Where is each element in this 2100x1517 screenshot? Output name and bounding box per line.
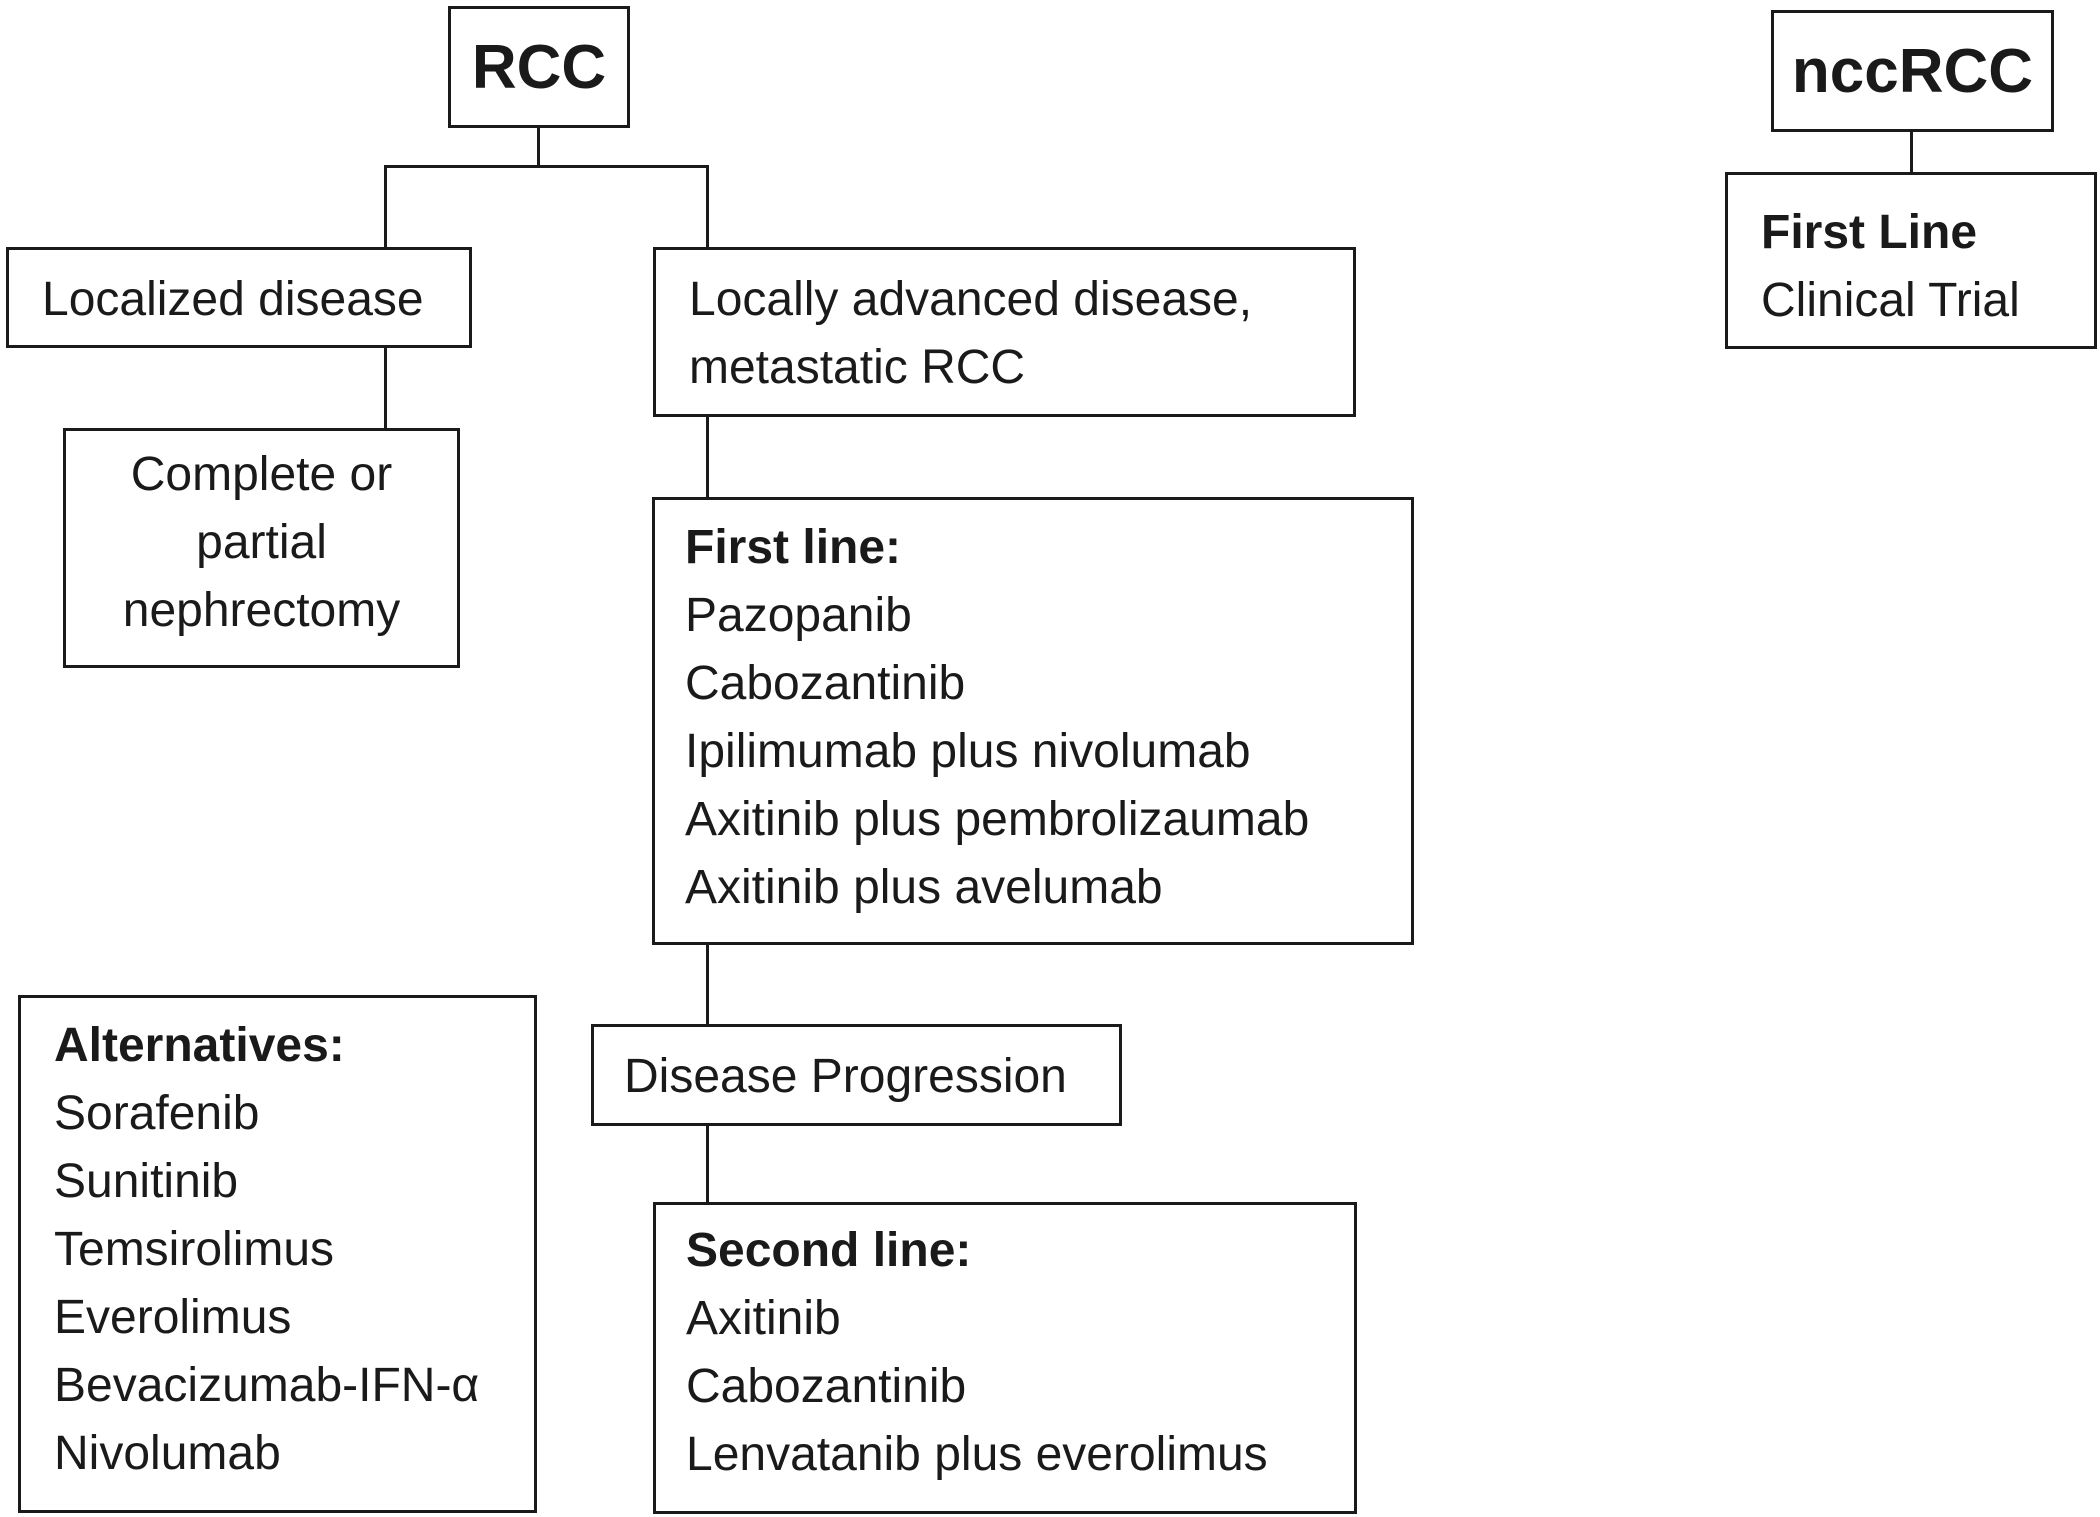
second-line-item: Lenvatanib plus everolimus [686, 1428, 1268, 1481]
alternatives-node: Alternatives: Sorafenib Sunitinib Temsir… [18, 995, 537, 1513]
nephrectomy-line-1: Complete or [130, 448, 393, 501]
second-line-heading: Second line: [686, 1224, 972, 1277]
connector-to-advanced [706, 165, 709, 249]
connector-localized-to-nephrectomy [384, 345, 387, 430]
connector-first-line-to-progression [706, 942, 709, 1026]
nephrectomy-line-2: partial [196, 516, 327, 569]
first-line-node: First line: Pazopanib Cabozantinib Ipili… [652, 497, 1414, 945]
rcc-node: RCC [448, 6, 630, 128]
first-line-list: Pazopanib Cabozantinib Ipilimumab plus n… [685, 582, 1411, 922]
first-line-item: Cabozantinib [685, 657, 966, 710]
first-line-heading: First line: [685, 521, 902, 574]
connector-rcc-down [537, 125, 540, 167]
connector-ncc-down [1910, 130, 1913, 174]
alternatives-item: Nivolumab [54, 1427, 281, 1480]
connector-progression-to-second-line [706, 1124, 709, 1204]
alternatives-item: Sorafenib [54, 1087, 260, 1140]
advanced-disease-line-1: Locally advanced disease, [689, 273, 1253, 326]
connector-rcc-horizontal [384, 165, 709, 168]
rcc-title: RCC [471, 32, 607, 102]
second-line-node: Second line: Axitinib Cabozantinib Lenva… [653, 1202, 1357, 1514]
first-line-item: Axitinib plus pembrolizaumab [685, 793, 1310, 846]
nccrcc-first-line-heading: First Line [1761, 206, 1978, 259]
first-line-item: Axitinib plus avelumab [685, 861, 1163, 914]
disease-progression-node: Disease Progression [591, 1024, 1122, 1126]
alternatives-item: Bevacizumab-IFN-α [54, 1359, 480, 1412]
first-line-item: Pazopanib [685, 589, 912, 642]
nccrcc-title: nccRCC [1791, 36, 2034, 106]
alternatives-heading: Alternatives: [54, 1019, 345, 1072]
nccrcc-clinical-trial: Clinical Trial [1761, 274, 2020, 327]
nccrcc-node: nccRCC [1771, 10, 2054, 132]
localized-disease-node: Localized disease [6, 247, 472, 348]
advanced-disease-line-2: metastatic RCC [689, 341, 1026, 394]
connector-advanced-to-first-line [706, 415, 709, 499]
first-line-item: Ipilimumab plus nivolumab [685, 725, 1251, 778]
second-line-item: Cabozantinib [686, 1360, 967, 1413]
nephrectomy-node: Complete or partial nephrectomy [63, 428, 460, 668]
second-line-item: Axitinib [686, 1292, 841, 1345]
nephrectomy-line-3: nephrectomy [122, 584, 401, 637]
alternatives-list: Sorafenib Sunitinib Temsirolimus Everoli… [54, 1080, 534, 1488]
alternatives-item: Temsirolimus [54, 1223, 335, 1276]
nccrcc-first-line-node: First Line Clinical Trial [1725, 172, 2097, 349]
localized-disease-label: Localized disease [42, 273, 424, 326]
alternatives-item: Everolimus [54, 1291, 292, 1344]
alternatives-item: Sunitinib [54, 1155, 239, 1208]
disease-progression-label: Disease Progression [624, 1050, 1067, 1103]
second-line-list: Axitinib Cabozantinib Lenvatanib plus ev… [686, 1285, 1354, 1489]
connector-to-localized [384, 165, 387, 249]
advanced-disease-node: Locally advanced disease, metastatic RCC [653, 247, 1356, 417]
